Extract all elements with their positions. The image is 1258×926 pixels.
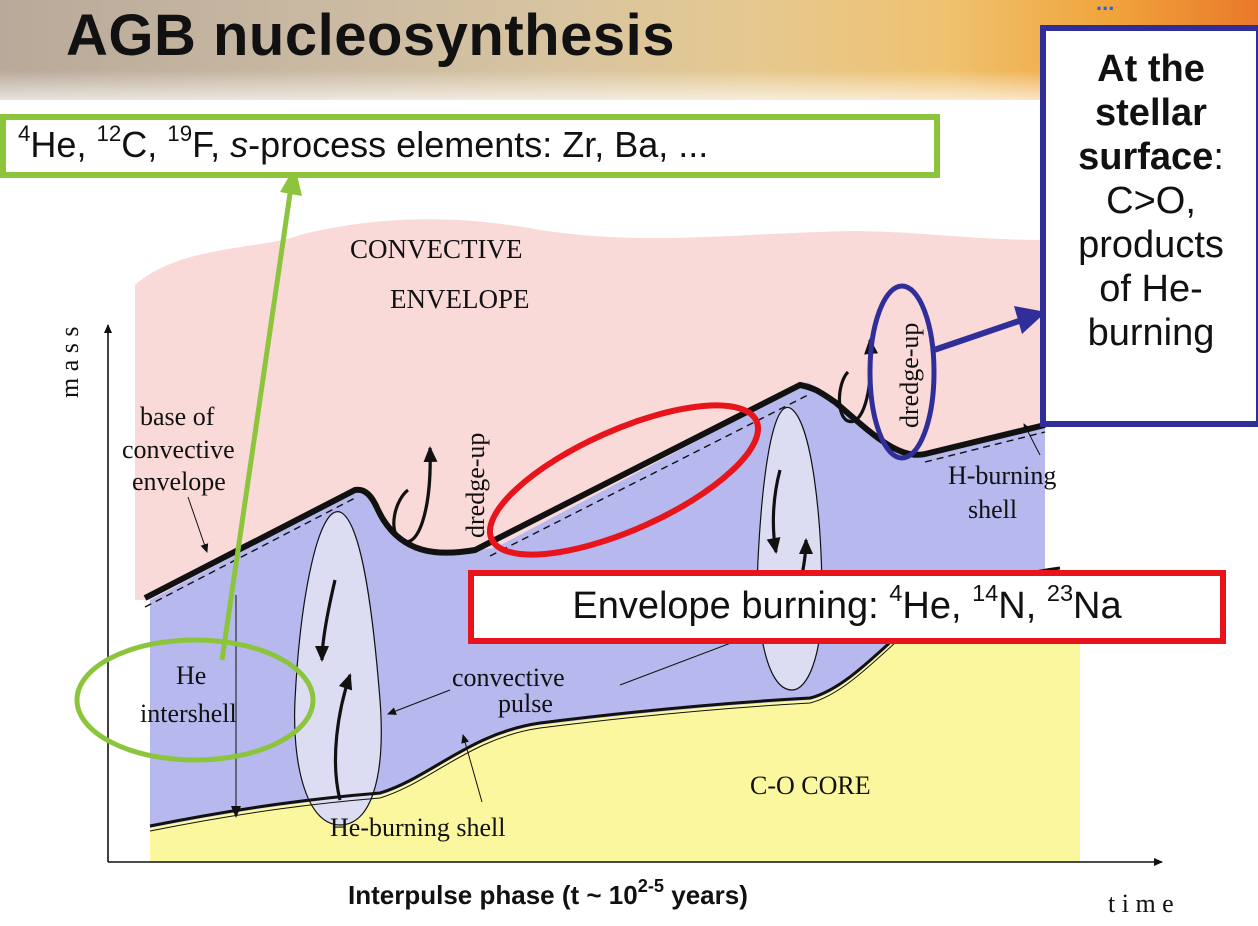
pulse2-circulation-down [766,469,782,554]
blue-line-3: surface: [1046,135,1256,179]
convective-pulse-pointer [387,689,451,715]
caption-prefix: Interpulse phase (t ~ 10 [348,880,638,910]
he-mass-number: 4 [18,120,31,146]
blue-arrowhead [1014,306,1046,334]
label-dredge-up-1: dredge-up [461,433,490,538]
label-envelope: ENVELOPE [390,284,529,314]
co-core-region [150,570,1080,862]
pulse1-circulation-down [315,579,337,662]
label-base-3: envelope [132,467,226,496]
green-callout: 4He, 12C, 19F, s-process elements: Zr, B… [0,114,940,178]
envelope-burning-prefix: Envelope burning: [572,585,890,627]
blue-line-2: stellar [1095,92,1207,134]
interpulse-caption: Interpulse phase (t ~ 102-5 years) [348,877,748,911]
convective-pulse-1 [293,511,382,826]
dredge-up-arrow-1 [392,446,438,544]
s-process-italic: s [230,124,249,165]
slide-title: AGB nucleosynthesis [66,3,675,68]
label-h-burning-1: H-burning [948,461,1056,490]
h-burning-shell-dashed [144,394,1046,608]
label-he-burning-shell: He-burning shell [330,813,505,842]
red-callout: Envelope burning: 4He, 14N, 23Na [468,570,1226,644]
blue-line-1: At the [1097,48,1205,90]
label-convective-pulse-2: pulse [498,689,553,718]
c-mass-number: 12 [96,120,122,146]
blue-arrow [933,317,1023,353]
he-burning-pointer [461,734,483,803]
f-mass-number: 19 [167,120,193,146]
green-ellipse [74,637,316,763]
label-convective: CONVECTIVE [350,234,522,264]
label-he-intershell-1: He [176,661,206,690]
blue-line-5: products [1078,224,1224,266]
intershell-arrowhead [231,806,241,818]
na-symbol: Na [1073,585,1122,627]
label-he-intershell-2: intershell [140,699,237,728]
label-base-1: base of [140,402,215,431]
green-arrow [219,179,295,661]
blue-callout: At the stellar surface: C>O, products of… [1040,25,1258,427]
blue-surface-bold: surface [1078,136,1214,178]
base-envelope-pointer [187,496,209,553]
blue-line-6: of He- [1099,268,1203,310]
label-base-2: convective [122,435,235,464]
label-convective-pulse-1: convective [452,663,565,692]
label-time-axis: t i m e [1108,889,1174,918]
na-mass-number: 23 [1046,579,1074,606]
h-burning-pointer [1023,423,1041,456]
s-process-text: -process elements: Zr, Ba, ... [248,124,709,165]
caption-suffix: years) [664,880,748,910]
corner-mark: ... [1096,0,1115,15]
blue-line-7: burning [1087,312,1215,354]
c-symbol: C, [121,124,168,165]
f-symbol: F, [192,124,231,165]
he-mass-number-red: 4 [889,579,903,606]
blue-ellipse [867,283,937,461]
label-h-burning-2: shell [968,495,1017,524]
he-symbol-red: He, [902,585,973,627]
caption-exponent: 2-5 [637,875,665,896]
label-mass-axis: m a s s [55,327,84,399]
red-ellipse [486,402,762,558]
blue-line-4: C>O, [1106,180,1196,222]
n-symbol: N, [998,585,1047,627]
pulse1-circulation-up [333,673,353,801]
convective-envelope-region [135,219,1045,600]
he-symbol: He, [30,124,97,165]
blue-surface-colon: : [1213,136,1224,178]
h-burning-shell-line [143,381,1046,601]
n-mass-number: 14 [972,579,999,606]
label-dredge-up-2: dredge-up [895,323,924,428]
label-co-core: C-O CORE [750,771,871,800]
